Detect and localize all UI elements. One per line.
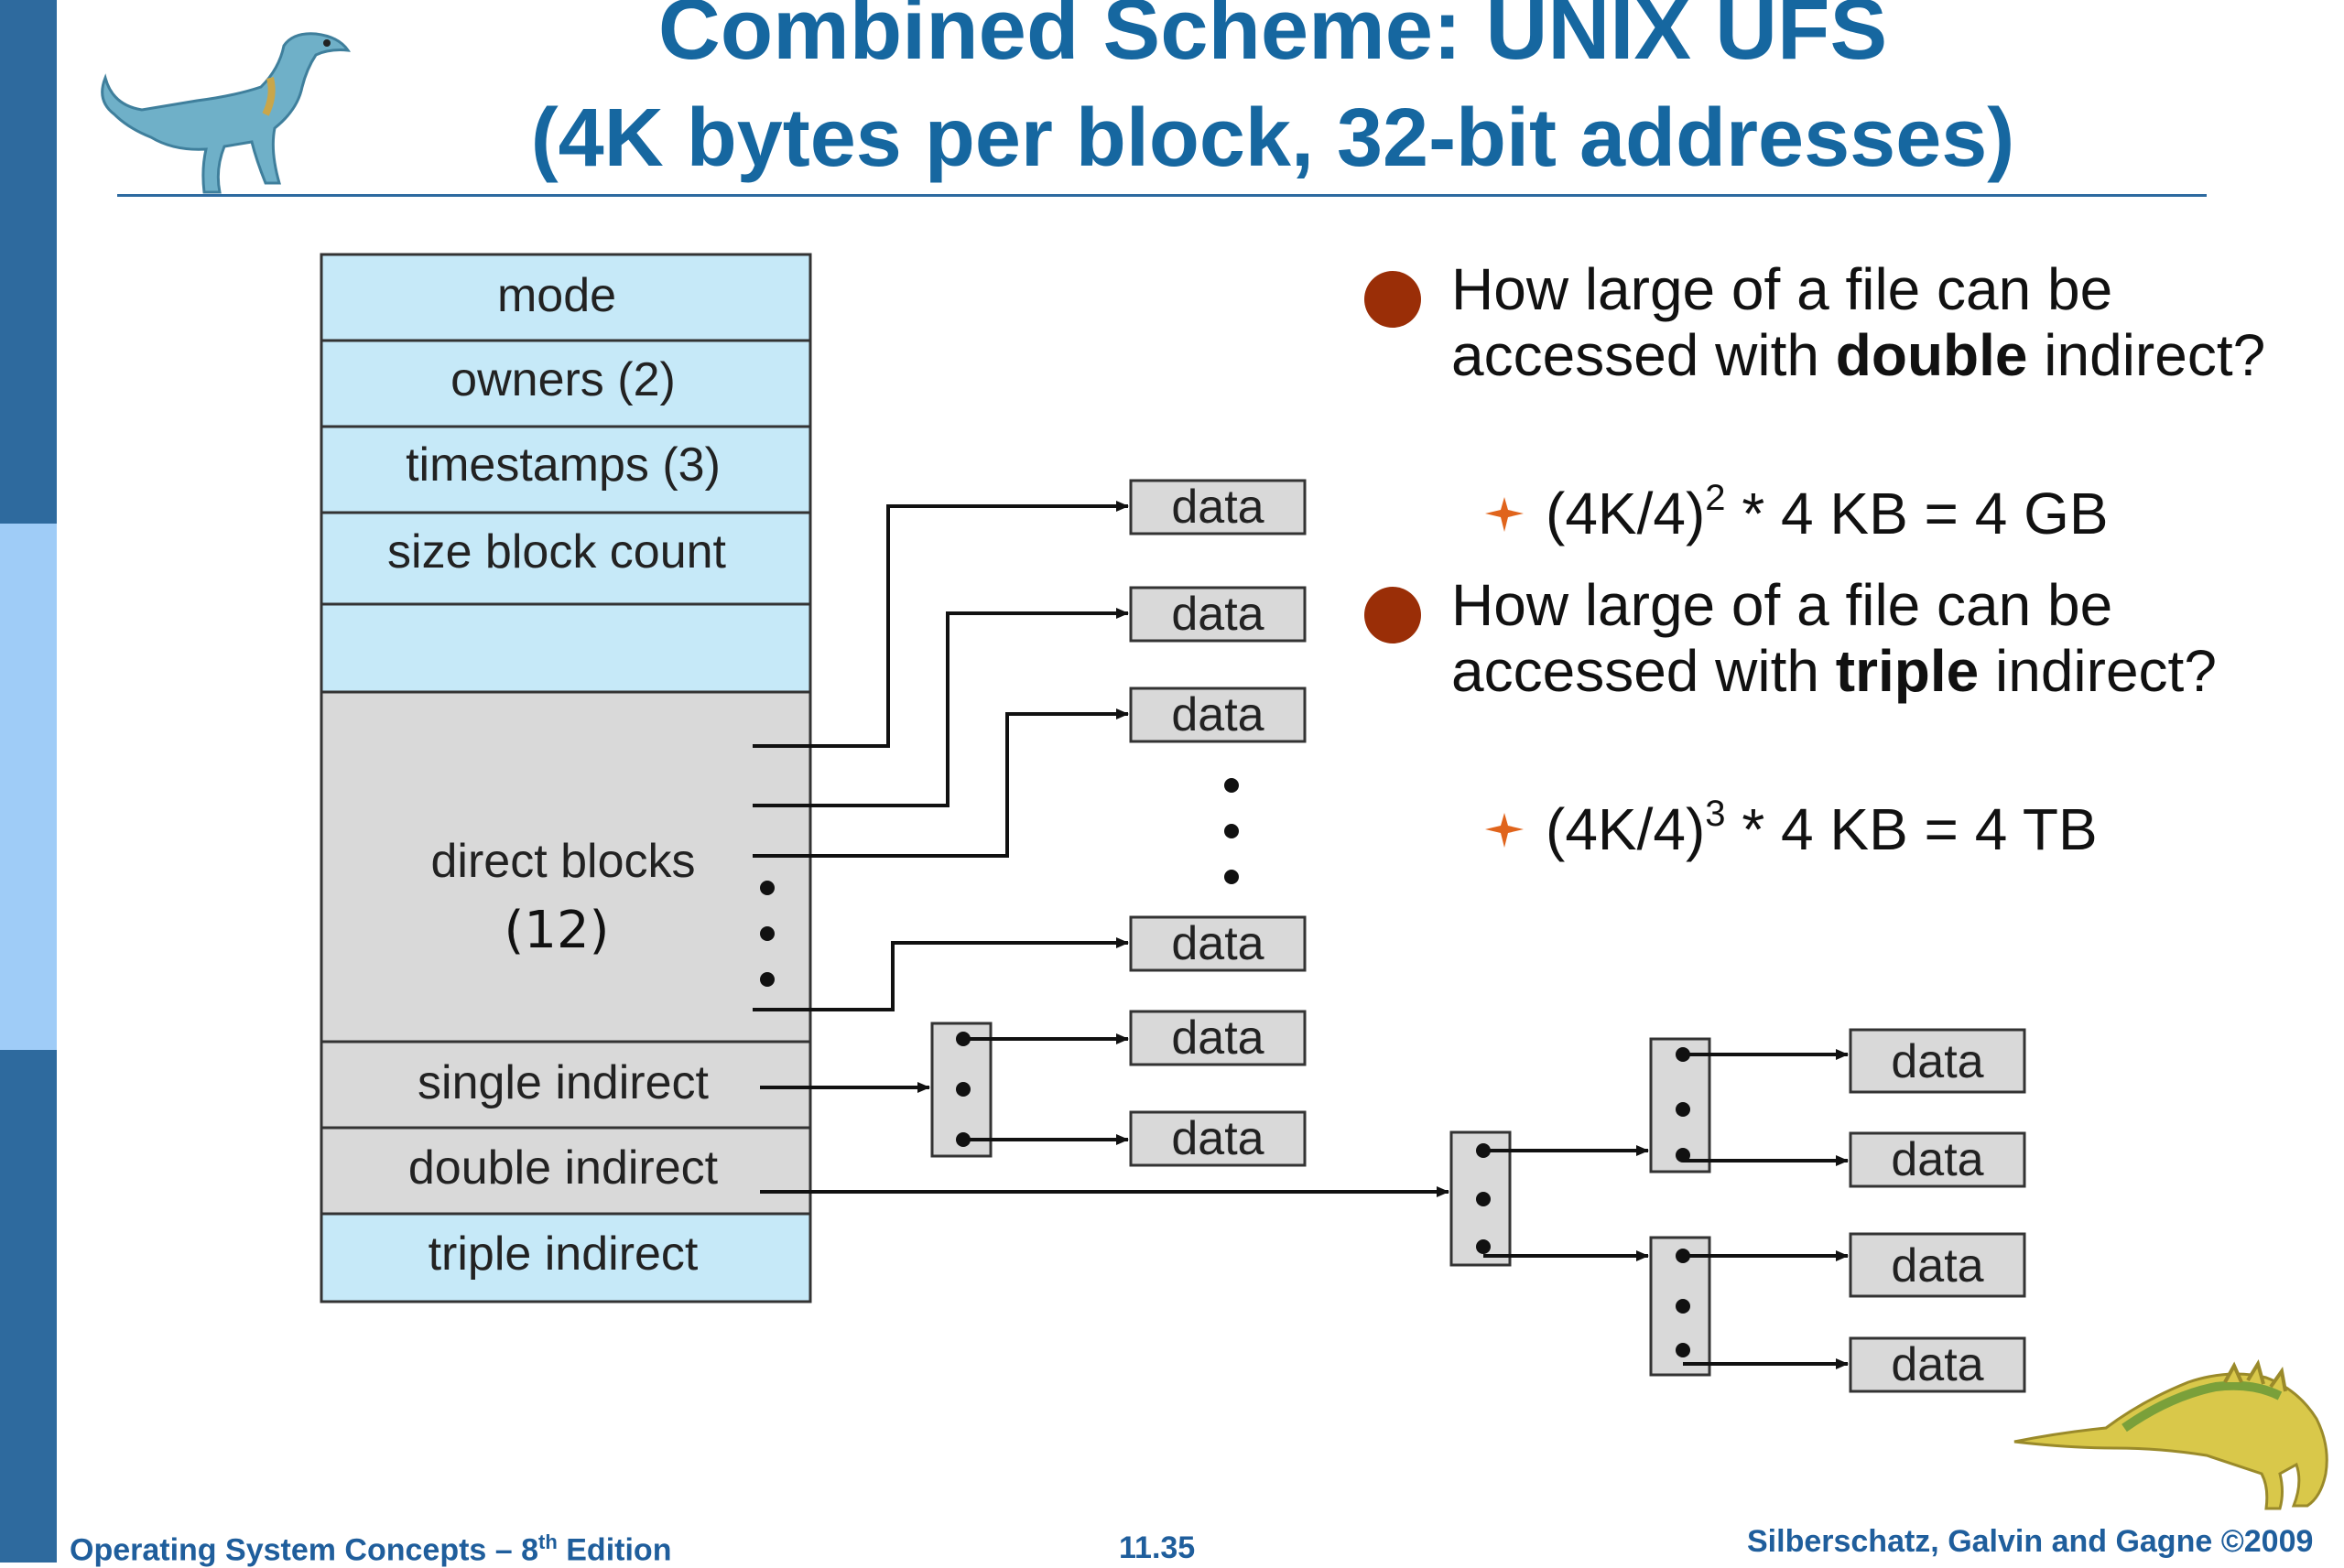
- data-block-label: data: [1891, 1035, 1983, 1088]
- answer-rest: * 4 KB = 4 GB: [1725, 481, 2109, 546]
- slide-subtitle: (4K bytes per block, 32-bit addresses): [530, 92, 2015, 184]
- inode-label-size: size block count: [387, 525, 727, 579]
- ellipsis-dot: [760, 972, 775, 987]
- question-bold: triple: [1835, 638, 1980, 704]
- ellipsis-dot: [1224, 824, 1239, 838]
- question-prefix: How large of a file can be accessed with: [1451, 256, 2113, 388]
- data-block: [1129, 1110, 1307, 1167]
- data-block-label: data: [1171, 1112, 1264, 1165]
- bullet-dot-icon: [1364, 587, 1421, 643]
- data-block: [1849, 1232, 2026, 1298]
- bullet-dot-icon: [1364, 271, 1421, 328]
- ellipsis-dot: [760, 881, 775, 895]
- slide-title: Combined Scheme: UNIX UFS: [657, 0, 1888, 77]
- data-block: [1129, 1010, 1307, 1066]
- sidebar-light: [0, 524, 57, 1050]
- sparkle-bullet-icon: [1485, 497, 1524, 532]
- inode-label-mode: mode: [497, 269, 616, 322]
- sidebar-dark-bottom: [0, 1050, 57, 1563]
- dinosaur-logo-top: [101, 32, 352, 194]
- direct-pointer-3: [753, 708, 1129, 858]
- answer-text: (4K/4)3 * 4 KB = 4 TB: [1546, 794, 2098, 862]
- data-block: [1849, 1336, 2026, 1393]
- sidebar-dark-top: [0, 0, 57, 524]
- inode-label-single: single indirect: [418, 1056, 709, 1109]
- inode-single-indirect: [320, 1040, 812, 1130]
- sparkle-bullet-icon: [1485, 813, 1524, 848]
- inode-label-timestamps: timestamps (3): [406, 438, 721, 492]
- footer-edition-suffix: Edition: [557, 1532, 672, 1568]
- question-suffix: indirect?: [2027, 322, 2266, 388]
- ellipsis-dot: [760, 926, 775, 941]
- inode-label-owners: owners (2): [450, 353, 676, 406]
- answer-base: (4K/4): [1546, 481, 1706, 546]
- inode-label-direct-count: (12): [505, 901, 610, 960]
- data-block: [1129, 915, 1307, 972]
- inode-label-double: double indirect: [408, 1141, 719, 1195]
- data-block: [1129, 687, 1307, 743]
- answer-rest: * 4 KB = 4 TB: [1725, 796, 2098, 862]
- data-block: [1849, 1131, 2026, 1188]
- inode-label-direct: direct blocks: [431, 835, 696, 888]
- direct-pointer-12: [753, 937, 1129, 1011]
- data-block-label: data: [1171, 588, 1264, 641]
- answer-text: (4K/4)2 * 4 KB = 4 GB: [1546, 478, 2109, 546]
- question-text: How large of a file can be accessed with…: [1451, 256, 2330, 388]
- answer-exponent: 3: [1705, 794, 1726, 834]
- inode-triple-indirect: [320, 1212, 812, 1303]
- pointer-dot: [1676, 1299, 1690, 1314]
- pointer-dot: [1476, 1239, 1491, 1254]
- direct-pointer-1: [753, 501, 1129, 748]
- ellipsis-dot: [1224, 778, 1239, 793]
- pointer-dot: [956, 1082, 971, 1097]
- pointer-dot: [1676, 1343, 1690, 1357]
- inode-field-owners: [320, 339, 812, 428]
- ellipsis-dot: [1224, 870, 1239, 884]
- dinosaur-logo-bottom: [2013, 1359, 2328, 1510]
- pointer-dot: [1476, 1192, 1491, 1206]
- footer-left: Operating System Concepts – 8th Edition: [70, 1530, 671, 1568]
- pointer-dot: [1676, 1102, 1690, 1117]
- data-block-label: data: [1171, 481, 1264, 534]
- data-block-label: data: [1891, 1239, 1983, 1292]
- inode-field-blank: [320, 602, 812, 694]
- answer-exponent: 2: [1705, 478, 1726, 518]
- inode-label-triple: triple indirect: [429, 1227, 699, 1281]
- title-underline: [117, 194, 2207, 197]
- inode-field-mode: [320, 253, 812, 342]
- data-block: [1849, 1028, 2026, 1094]
- data-block: [1129, 479, 1307, 535]
- question-suffix: indirect?: [1979, 638, 2217, 704]
- answer-base: (4K/4): [1546, 796, 1706, 862]
- data-block-label: data: [1891, 1338, 1983, 1391]
- footer-book-title: Operating System Concepts – 8: [70, 1532, 539, 1568]
- data-block-label: data: [1891, 1133, 1983, 1186]
- footer-copyright: Silberschatz, Galvin and Gagne ©2009: [1747, 1524, 2314, 1559]
- inode-field-timestamps: [320, 425, 812, 514]
- question-text: How large of a file can be accessed with…: [1451, 572, 2330, 704]
- data-block-label: data: [1171, 1011, 1264, 1065]
- question-prefix: How large of a file can be accessed with: [1451, 572, 2113, 704]
- data-block-label: data: [1171, 917, 1264, 970]
- footer-edition-sup: th: [538, 1530, 558, 1553]
- data-block: [1129, 586, 1307, 643]
- inode-double-indirect: [320, 1126, 812, 1216]
- question-bold: double: [1835, 322, 2028, 388]
- footer-page-number: 11.35: [1119, 1530, 1196, 1565]
- data-block-label: data: [1171, 688, 1264, 741]
- inode-field-size: [320, 511, 812, 606]
- direct-pointer-2: [753, 608, 1129, 807]
- inode-direct-blocks: [320, 690, 812, 1044]
